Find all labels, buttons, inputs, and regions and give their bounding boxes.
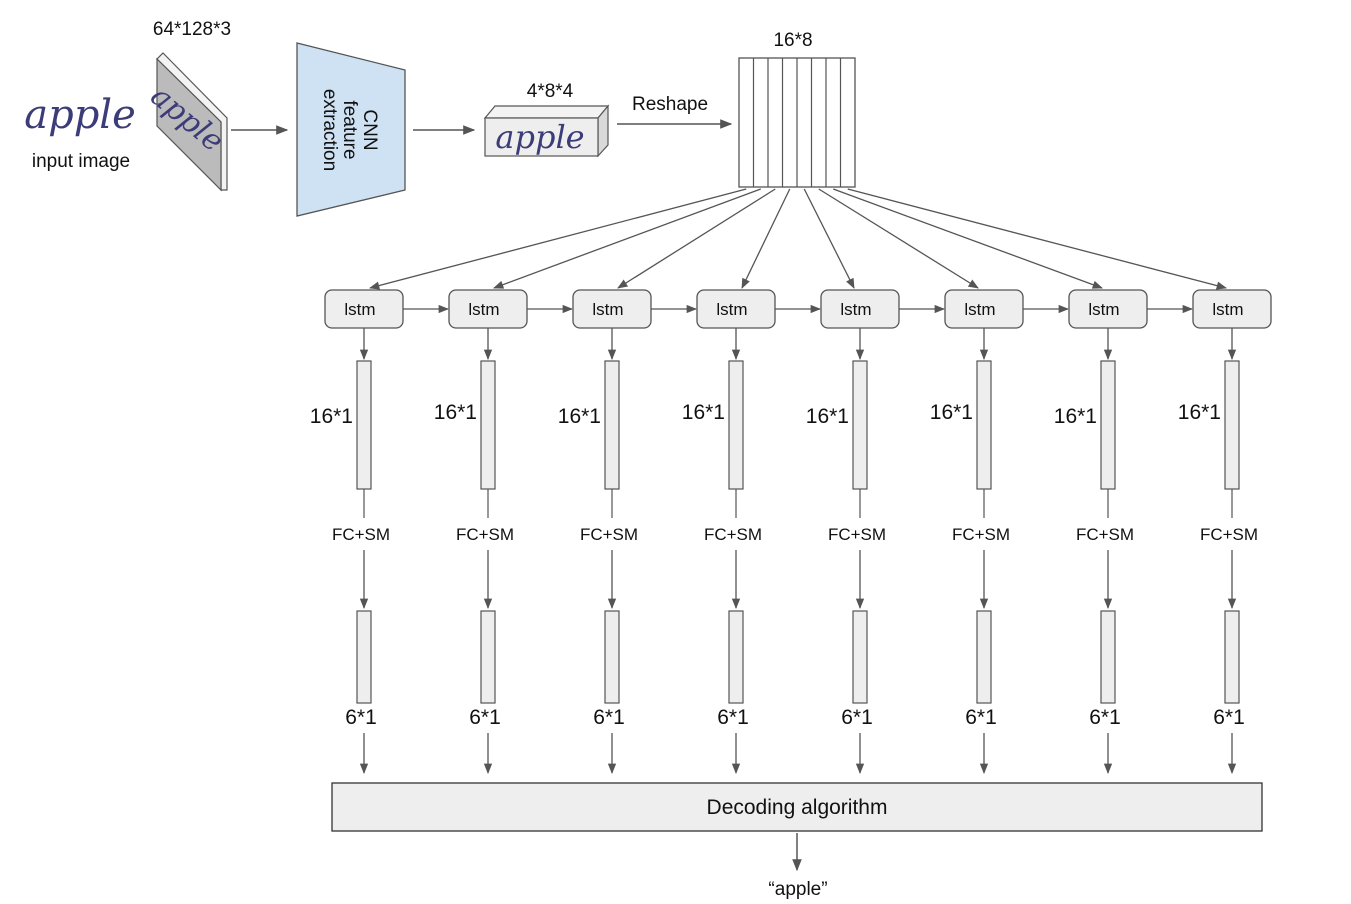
output-dims-label: 6*1	[345, 706, 377, 729]
lstm-cell: lstm	[448, 289, 528, 329]
fanout-arrow	[368, 188, 747, 290]
fanout-arrow	[847, 188, 1228, 290]
decoder-block: Decoding algorithm	[331, 782, 1263, 832]
lstm-column: lstm 16*1FC+SM 6*1	[434, 289, 574, 775]
hidden-dims-label: 16*1	[930, 401, 973, 424]
lstm-label: lstm	[840, 300, 871, 319]
fc-softmax-label: FC+SM	[704, 525, 762, 544]
decoded-output: “apple”	[768, 879, 827, 900]
output-vector	[356, 610, 372, 704]
fanout-arrow	[803, 188, 855, 289]
lstm-label: lstm	[716, 300, 747, 319]
lstm-label: lstm	[1088, 300, 1119, 319]
output-dims-label: 6*1	[1089, 706, 1121, 729]
hidden-vector	[1224, 360, 1240, 490]
output-dims-label: 6*1	[593, 706, 625, 729]
output-dims-label: 6*1	[965, 706, 997, 729]
output-vector	[728, 610, 744, 704]
lstm-label: lstm	[1212, 300, 1243, 319]
input-image-slab: apple	[144, 52, 230, 192]
lstm-column: lstm 16*1FC+SM 6*1	[682, 289, 822, 775]
hidden-vector	[356, 360, 372, 490]
reshaped-sequence-grid	[738, 57, 856, 188]
lstm-cell: lstm	[1192, 289, 1272, 329]
decoder-label: Decoding algorithm	[707, 796, 888, 819]
lstm-cell: lstm	[820, 289, 900, 329]
cnn-label-line3: extraction	[319, 89, 340, 171]
hidden-vector	[852, 360, 868, 490]
output-dims-label: 6*1	[841, 706, 873, 729]
fc-softmax-label: FC+SM	[1076, 525, 1134, 544]
output-vector	[976, 610, 992, 704]
reshape-label: Reshape	[632, 94, 708, 115]
lstm-cell: lstm	[324, 289, 404, 329]
hidden-dims-label: 16*1	[434, 401, 477, 424]
fc-softmax-label: FC+SM	[580, 525, 638, 544]
lstm-column: lstm 16*1FC+SM 6*1	[806, 289, 946, 775]
hidden-vector	[728, 360, 744, 490]
output-vector	[1100, 610, 1116, 704]
feature-handwriting: apple	[495, 118, 584, 156]
lstm-column: lstm 16*1FC+SM 6*1	[558, 289, 698, 775]
cnn-label-line2: feature	[339, 100, 360, 159]
feature-dims-label: 4*8*4	[527, 81, 574, 102]
fanout-arrow	[818, 188, 979, 289]
grid-dims-label: 16*8	[773, 30, 812, 51]
fanout-arrow	[833, 188, 1103, 289]
hidden-dims-label: 16*1	[1054, 405, 1097, 428]
hidden-dims-label: 16*1	[682, 401, 725, 424]
input-handwriting: apple	[24, 92, 136, 138]
fc-softmax-label: FC+SM	[332, 525, 390, 544]
lstm-column: lstm 16*1FC+SM 6*1	[310, 289, 450, 775]
lstm-cell: lstm	[1068, 289, 1148, 329]
fc-softmax-label: FC+SM	[1200, 525, 1258, 544]
hidden-vector	[604, 360, 620, 490]
hidden-dims-label: 16*1	[1178, 401, 1221, 424]
output-dims-label: 6*1	[717, 706, 749, 729]
fanout-arrow	[617, 188, 776, 289]
output-dims-label: 6*1	[1213, 706, 1245, 729]
lstm-label: lstm	[468, 300, 499, 319]
hidden-dims-label: 16*1	[558, 405, 601, 428]
lstm-column: lstm 16*1FC+SM 6*1	[930, 289, 1070, 775]
input-image-caption: input image	[32, 151, 130, 172]
fanout-arrows	[368, 188, 1228, 290]
lstm-label: lstm	[592, 300, 623, 319]
lstm-label: lstm	[964, 300, 995, 319]
output-vector	[480, 610, 496, 704]
output-dims-label: 6*1	[469, 706, 501, 729]
hidden-dims-label: 16*1	[310, 405, 353, 428]
output-vector	[1224, 610, 1240, 704]
lstm-cell: lstm	[696, 289, 776, 329]
fc-softmax-label: FC+SM	[456, 525, 514, 544]
lstm-label: lstm	[344, 300, 375, 319]
cnn-block: CNN feature extraction	[296, 42, 406, 217]
output-vector	[604, 610, 620, 704]
hidden-dims-label: 16*1	[806, 405, 849, 428]
lstm-column: lstm 16*1FC+SM 6*1	[1054, 289, 1194, 775]
fanout-arrow	[493, 188, 761, 289]
hidden-vector	[1100, 360, 1116, 490]
fc-softmax-label: FC+SM	[952, 525, 1010, 544]
fanout-arrow	[741, 188, 791, 289]
input-dims-label: 64*128*3	[153, 19, 231, 40]
lstm-columns: lstm 16*1FC+SM 6*1 lstm 16*1FC+SM 6*1 lstm 16*1…	[310, 289, 1272, 775]
output-vector	[852, 610, 868, 704]
hidden-vector	[976, 360, 992, 490]
cnn-label-line1: CNN	[359, 109, 380, 150]
feature-map-box: apple	[483, 104, 610, 158]
lstm-cell: lstm	[572, 289, 652, 329]
lstm-cell: lstm	[944, 289, 1024, 329]
fc-softmax-label: FC+SM	[828, 525, 886, 544]
lstm-column: lstm 16*1FC+SM 6*1	[1178, 289, 1272, 775]
hidden-vector	[480, 360, 496, 490]
